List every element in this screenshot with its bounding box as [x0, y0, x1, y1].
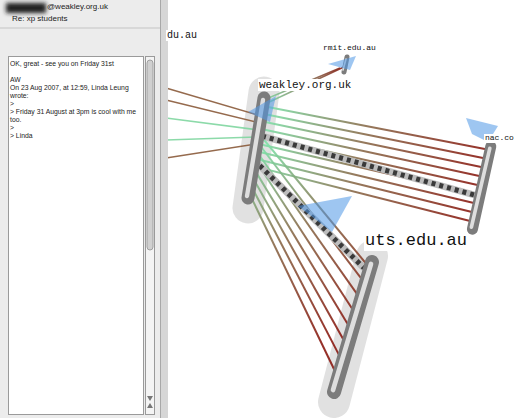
thread-bar-dash	[254, 160, 364, 268]
pillar-highlight	[333, 264, 371, 390]
quote-mark: >	[10, 124, 140, 132]
message-link	[166, 144, 257, 158]
thread-bar	[262, 136, 478, 196]
marker-wedge	[298, 196, 352, 232]
domain-label: weakley.org.uk	[258, 79, 352, 91]
message-line: > Linda	[10, 132, 140, 140]
host-pillar	[334, 262, 372, 392]
scrollbar-track	[146, 57, 155, 415]
divider	[0, 28, 160, 29]
quote-mark: >	[10, 100, 140, 108]
domain-label: nac.co	[484, 134, 515, 143]
domain-label: du.au	[166, 30, 198, 41]
splitter-edge	[160, 0, 161, 418]
scroll-arrow	[147, 396, 153, 401]
domain-label: uts.edu.au	[364, 232, 468, 251]
redaction	[6, 3, 46, 13]
pillar-highlight	[471, 148, 489, 227]
thread-bar	[254, 160, 364, 268]
message-link	[253, 167, 352, 331]
domain-label: rmit.edu.au	[322, 44, 377, 53]
scrollbar-thumb	[147, 60, 153, 250]
message-line: OK, great - see you on Friday 31st	[10, 60, 140, 68]
view-ground	[160, 0, 528, 418]
pillar-shadow	[334, 256, 372, 402]
marker-wedge	[328, 56, 356, 70]
message-line: On 23 Aug 2007, at 12:59, Linda Leung wr…	[10, 84, 140, 100]
message-box	[9, 57, 144, 415]
sender-address: @weakley.org.uk	[47, 3, 108, 12]
message-link	[166, 118, 259, 130]
message-link	[166, 137, 258, 140]
marker-wedge	[248, 96, 276, 122]
message-text: OK, great - see you on Friday 31stAWOn 2…	[10, 60, 140, 140]
subject-line: Re: xp students	[12, 15, 68, 24]
splitter	[160, 0, 168, 418]
host-pillar	[472, 146, 490, 229]
message-line: > Friday 31 August at 3pm is cool with m…	[10, 108, 140, 124]
thread-bar-dash	[262, 136, 478, 196]
message-line: AW	[10, 76, 140, 84]
scroll-arrow	[147, 403, 153, 408]
mail-panel: OK, great - see you on Friday 31stAWOn 2…	[0, 0, 160, 418]
